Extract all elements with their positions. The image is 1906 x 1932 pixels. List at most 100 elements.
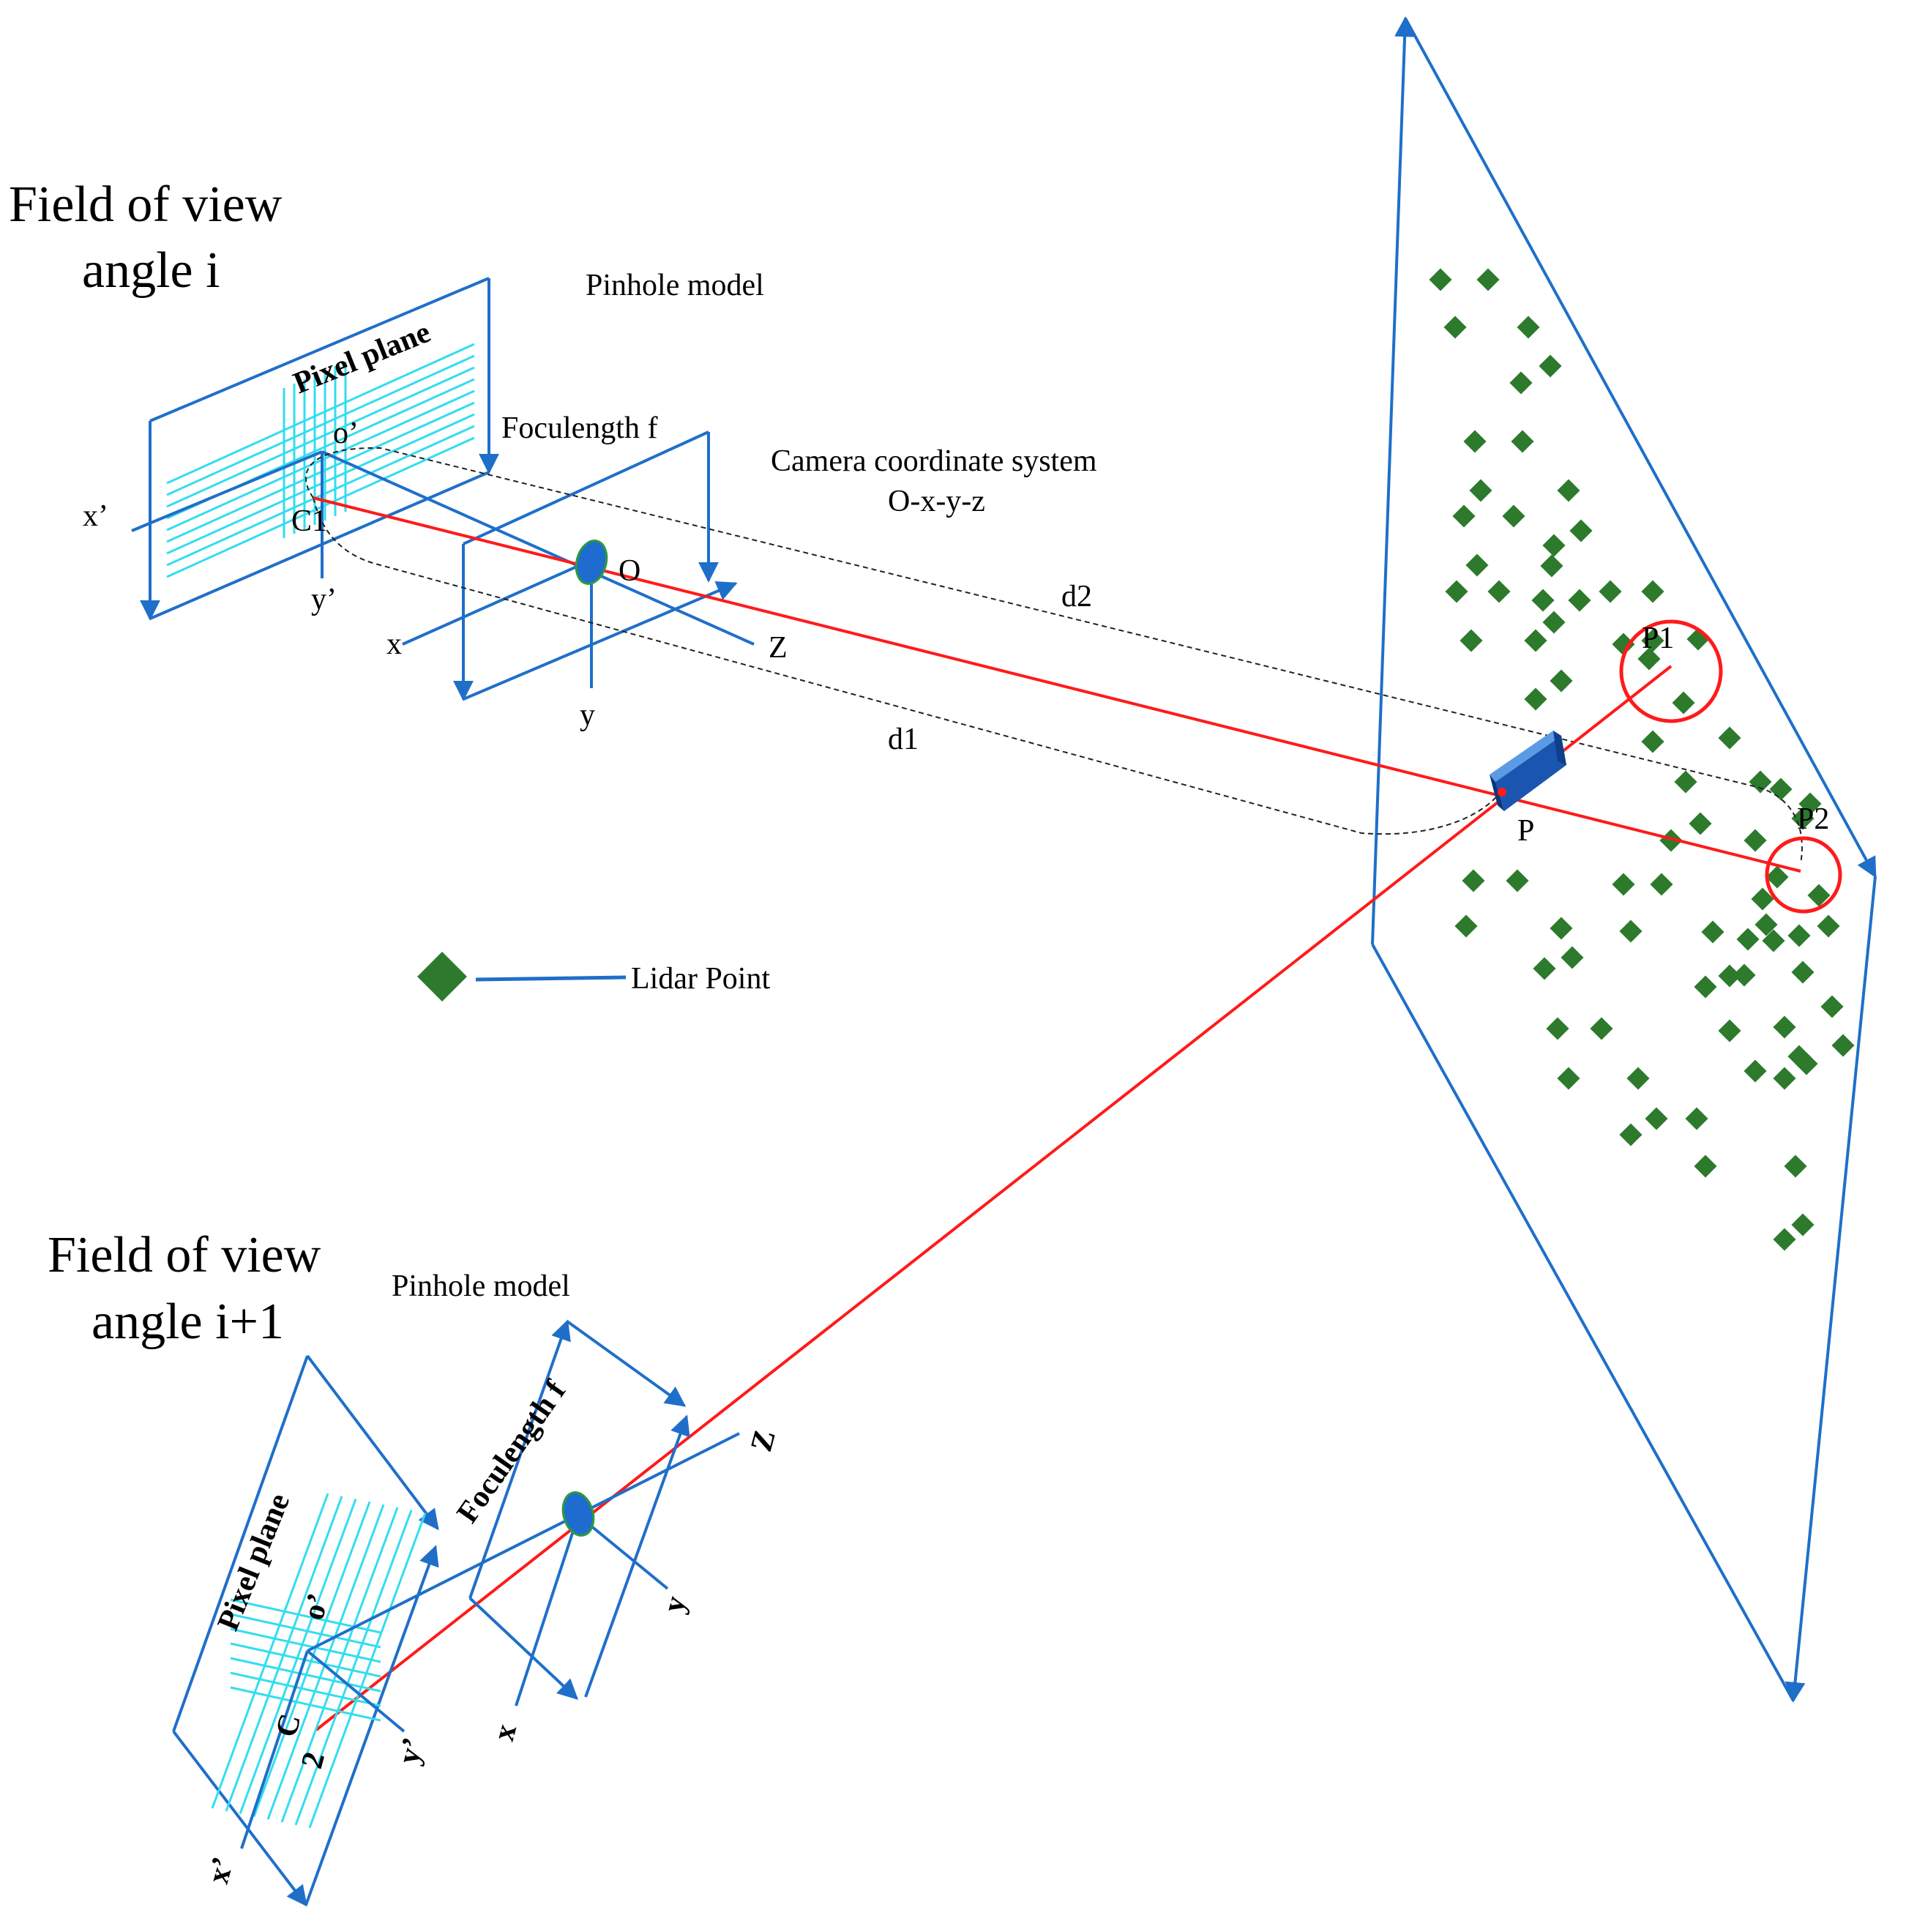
pixel-grid-line [239,1499,357,1815]
top-camera-coord-line2: O-x-y-z [888,485,985,518]
bottom-z-label: Z [744,1427,782,1455]
lidar-point-icon [1791,807,1815,830]
lidar-point-icon [1454,914,1478,938]
top-pixel-plane-label: Pixel plane [289,316,436,401]
lidar-point-icon [1524,629,1547,652]
lidar-point-icon [1701,920,1724,944]
lidar-point-icon [1795,1052,1818,1075]
green-diamond-icon [417,952,467,1002]
top-camera-coord-line1: Camera coordinate system [771,444,1097,478]
lidar-point-icon [1546,1017,1569,1040]
bottom-x-prime-label: x’ [201,1854,240,1887]
lidar-point-icon [1773,1228,1796,1251]
pixel-grid-line [266,1504,385,1820]
lidar-point-icon [1460,629,1483,652]
pixel-grid-line [230,1671,381,1707]
pixel-grid-line [230,1657,381,1693]
p1-circle [1619,619,1723,723]
top-o-label: O [618,554,640,588]
lidar-point-icon [1641,580,1664,603]
lidar-point-icon [1540,554,1563,578]
lidar-point-icon [1689,812,1712,835]
pixel-grid-line [230,1686,381,1722]
d1-label: d1 [888,723,919,756]
top-x-prime-label: x’ [83,499,108,533]
lidar-point-icon [1718,964,1741,988]
lidar-point-icon [1659,829,1683,852]
lidar-point-icon [1773,1015,1796,1039]
lidar-point-icon [1476,268,1500,291]
lidar-point-icon [1820,995,1844,1018]
top-c1-label: C1 [291,504,327,538]
lidar-point-icon [1612,873,1635,896]
lidar-point-icon [1784,1155,1807,1178]
bottom-focal-frame [468,1319,690,1700]
lidar-point-icon [1533,957,1556,980]
lidar-point-icon [1754,913,1778,936]
bottom-title-line2: angle i+1 [91,1294,284,1350]
lidar-point-icon [1831,1034,1855,1057]
pixel-grid-line [166,366,475,508]
lidar-point-icon [1744,1059,1767,1083]
lidar-point-icon [1599,580,1622,603]
top-y-label: y [580,698,595,732]
pixel-grid-line [294,1510,413,1826]
lidar-point-icon [1569,519,1593,542]
top-x-prime-axis [131,450,323,532]
lidar-point-icon [1769,777,1793,801]
lidar-point-icon [1557,479,1580,502]
lidar-point-icon [1469,479,1492,502]
lidar-point-icon [1645,1107,1668,1130]
lidar-point-icon [1749,770,1772,794]
lidar-point-icon [1445,580,1468,603]
p1-label: P1 [1642,622,1674,655]
top-focal-frame [453,430,738,701]
pixel-grid-line [253,1501,371,1817]
lidar-point-icon [1791,961,1815,984]
top-pinhole-icon [575,540,608,585]
bottom-focal-length-label: Foculength f [451,1374,573,1529]
pixel-grid-line [308,1513,427,1829]
legend: Lidar Point [417,952,770,1002]
pixel-grid-line [166,343,475,485]
lidar-point-icon [1641,730,1664,753]
top-pixel-plane [131,277,499,621]
lidar-point-icon [1637,647,1661,671]
lidar-point-icon [1550,669,1573,693]
top-focal-length-label: Foculength f [501,411,657,445]
lidar-point-icon [1452,504,1476,528]
rays [313,496,1801,1731]
lidar-point-icon [1502,504,1525,528]
p2-label: P2 [1797,802,1829,836]
lidar-point-icon [1517,316,1540,339]
bottom-pinhole-icon [561,1491,595,1537]
top-y-prime-label: y’ [311,583,337,616]
bottom-c2-label: C [269,1710,307,1740]
lidar-point-icon [1463,430,1487,453]
lidar-point-icon [1568,589,1591,612]
top-o-prime-label: o’ [333,417,359,450]
lidar-point-icon [1674,770,1697,794]
bottom-camera-axes [307,1432,740,1707]
top-title-line2: angle i [82,242,220,299]
bottom-pinhole-label: Pinhole model [392,1269,570,1303]
lidar-point-icon [1718,1019,1741,1043]
lidar-point-icon [1736,928,1760,951]
lidar-point-icon [1506,869,1529,892]
lidar-point-icon [1744,829,1767,852]
pixel-grid-line [166,354,475,496]
lidar-point-icon [1509,371,1533,395]
bottom-y-prime-label: y’ [392,1734,430,1768]
lidar-point-icon [1557,1067,1580,1090]
lidar-point-icon [1539,354,1562,378]
lidar-point-icon [1626,1067,1650,1090]
bottom-y-prime-axis [306,1649,406,1733]
lidar-point-icon [1487,580,1511,603]
top-x-label: x [386,627,402,661]
lidar-point-icon [1807,884,1831,907]
lidar-point-icon [1694,1155,1717,1178]
camera-body-icon [1490,731,1566,811]
lidar-point-icon [1718,726,1741,750]
lidar-point-icon [1685,1107,1708,1130]
lidar-point-icon [1765,865,1789,889]
